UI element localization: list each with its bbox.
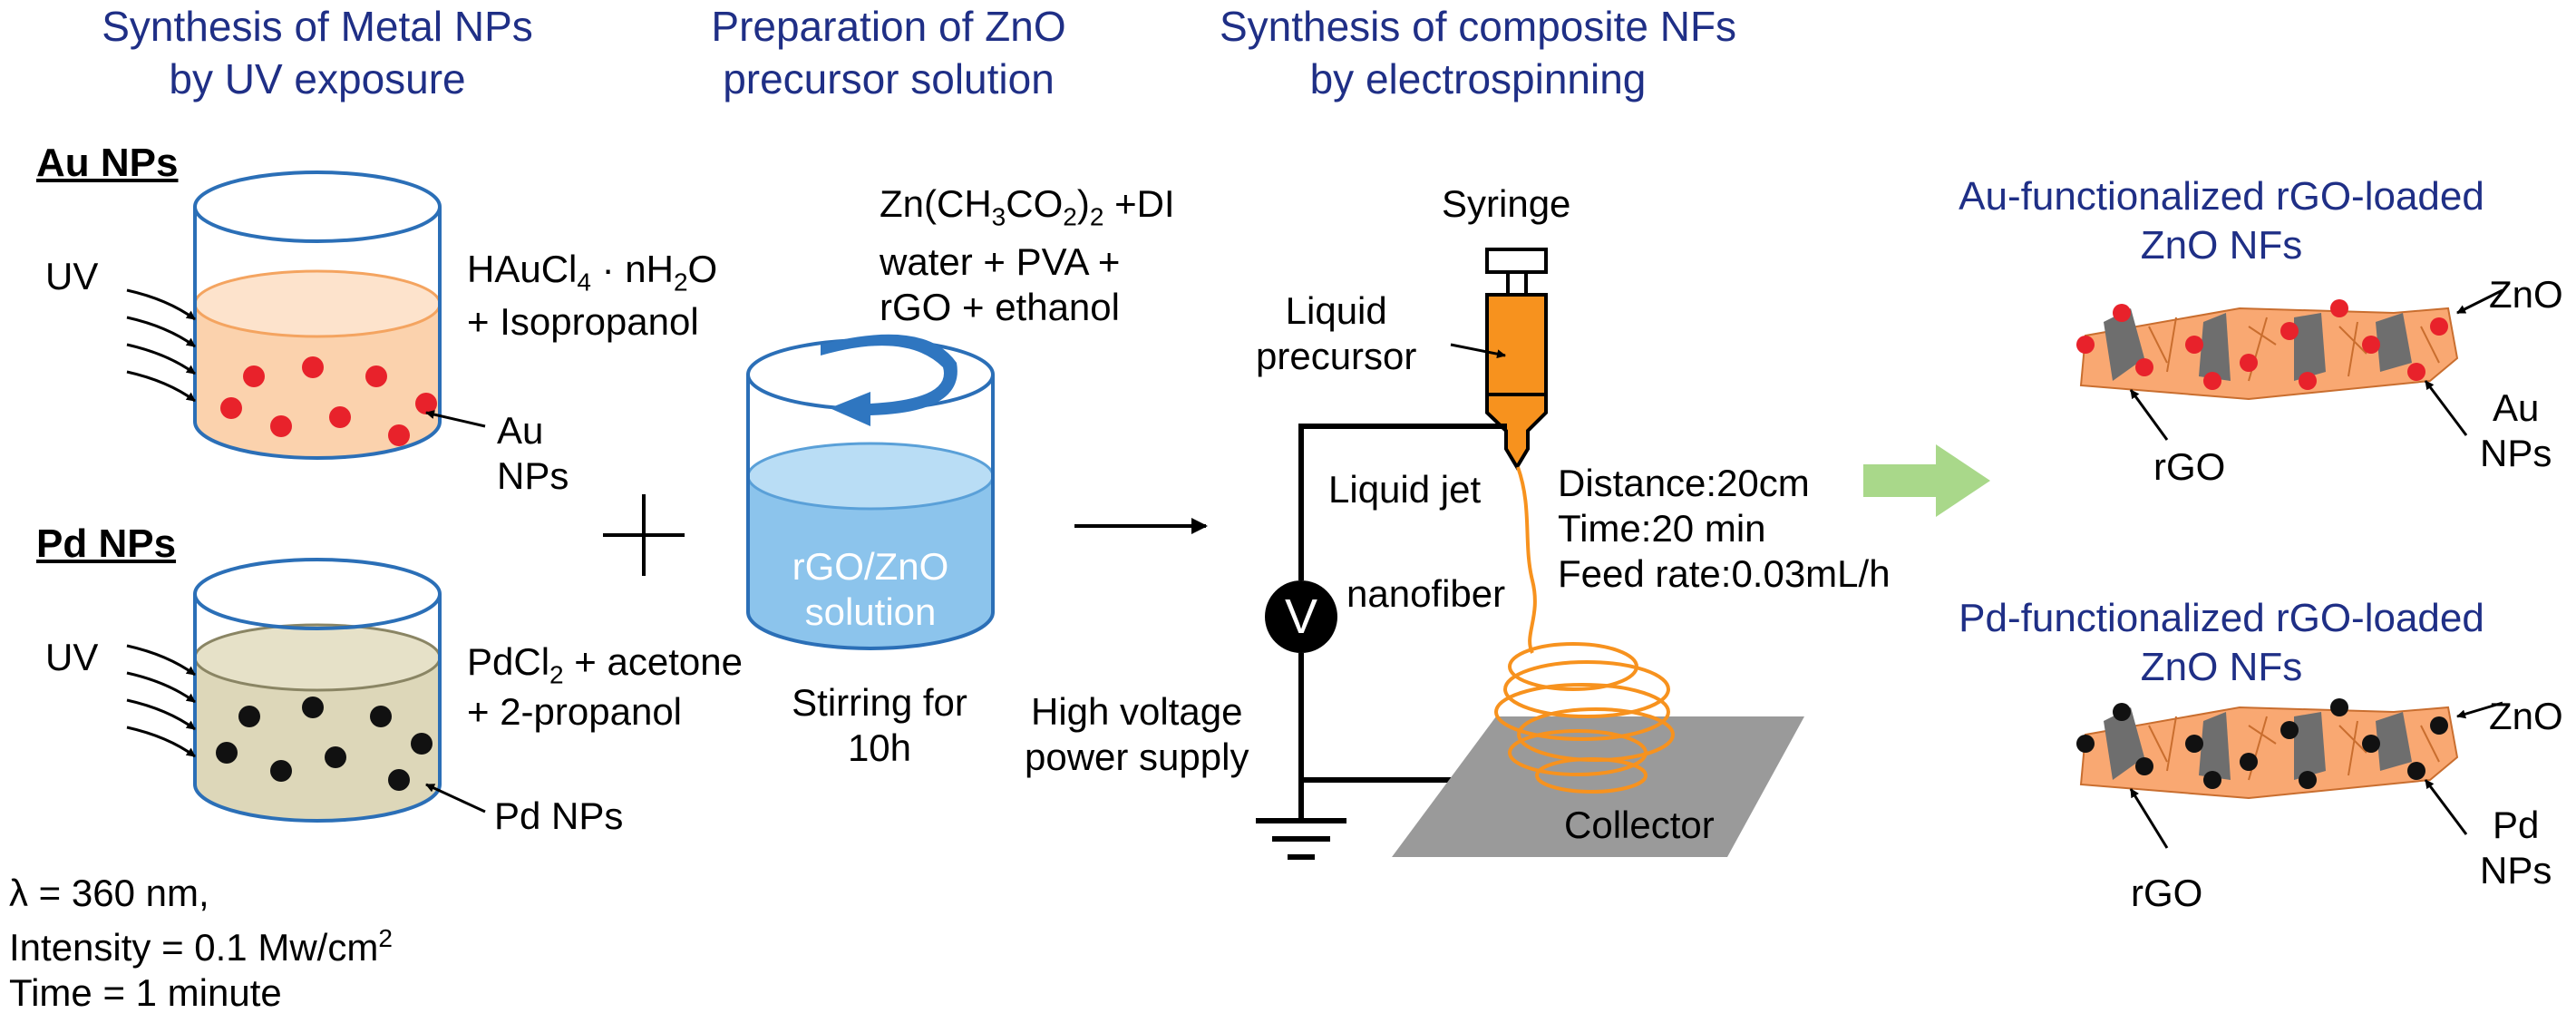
zno-beaker-label-line2: solution (804, 590, 937, 633)
pd-uv-label: UV (45, 636, 99, 678)
uv-wavelength: λ = 360 nm, (9, 872, 209, 914)
pd-np-product-line2: NPs (2480, 849, 2552, 891)
zno-reagents: Zn(CH3CO2)2 +DI water + PVA + rGO + etha… (880, 181, 1175, 330)
pd-zno-label: ZnO (2489, 695, 2563, 737)
nanofiber-jet (1494, 466, 1675, 794)
voltage-source (1265, 580, 1337, 653)
zno-reagent-line1: Zn(CH3CO2)2 +DI (880, 182, 1175, 231)
collector-plate (1392, 716, 1804, 857)
au-title: Au NPs (36, 141, 179, 185)
au-np-product-line2: NPs (2480, 432, 2552, 474)
stirring-label: Stirring for 10h (757, 680, 1002, 771)
plus-sign (603, 494, 685, 576)
pd-product-title-line1: Pd-functionalized rGO-loaded (1959, 596, 2484, 640)
pd-nanofiber (2079, 706, 2459, 800)
header-step2-line1: Preparation of ZnO (711, 3, 1066, 50)
pd-nanofiber-particles (2076, 698, 2448, 789)
au-np-fiber-pointer (2424, 380, 2468, 436)
zno-beaker (746, 338, 995, 650)
au-np-label-line1: Au (497, 409, 544, 452)
power-supply-line2: power supply (1025, 736, 1249, 778)
pd-reagent-line2: + 2-propanol (467, 690, 683, 733)
syringe-label: Syringe (1442, 182, 1571, 225)
au-nanoparticles (220, 356, 437, 446)
circuit-wires (1256, 424, 1507, 860)
au-product-title-line1: Au-functionalized rGO-loaded (1959, 174, 2484, 219)
pd-title: Pd NPs (36, 521, 177, 566)
pd-nanoparticles (216, 697, 433, 791)
nanofiber-label: nanofiber (1346, 572, 1506, 615)
distance-label: Distance:20cm (1558, 462, 1810, 504)
au-rgo-pointer (2129, 389, 2169, 441)
uv-intensity: Intensity = 0.1 Mw/cm2 (9, 924, 393, 969)
au-zno-label: ZnO (2489, 273, 2563, 316)
header-step1-line2: by UV exposure (169, 55, 466, 102)
au-np-label-line2: NPs (497, 454, 569, 497)
pd-zno-pointer (2456, 701, 2503, 719)
precursor-pointer (1450, 343, 1506, 359)
pd-np-pointer (425, 783, 486, 814)
au-product-title: Au-functionalized rGO-loaded ZnO NFs (1904, 172, 2539, 270)
au-np-product-line1: Au (2492, 386, 2540, 429)
liquid-precursor-label: Liquid precursor (1256, 288, 1416, 379)
au-np-label: Au NPs (497, 408, 569, 499)
pd-rgo-pointer (2129, 788, 2169, 849)
pd-rgo-label: rGO (2131, 872, 2203, 914)
header-step3-line2: by electrospinning (1309, 55, 1647, 102)
pd-np-product-label: Pd NPs (2480, 803, 2552, 893)
au-np-pointer (425, 410, 486, 428)
header-step3-line1: Synthesis of composite NFs (1219, 3, 1737, 50)
au-uv-rays (126, 288, 196, 403)
au-zno-pointer (2456, 288, 2503, 315)
liquid-precursor-line2: precursor (1256, 335, 1417, 377)
au-product-title-line2: ZnO NFs (2140, 223, 2303, 268)
uv-conditions: λ = 360 nm, Intensity = 0.1 Mw/cm2 Time … (9, 871, 393, 1016)
syringe (1485, 248, 1548, 471)
spinning-parameters: Distance:20cm Time:20 min Feed rate:0.03… (1558, 461, 1891, 597)
pd-reagent-line1: PdCl2 + acetone (467, 640, 743, 689)
liquid-precursor-line1: Liquid (1285, 289, 1387, 332)
au-nanofiber (2079, 307, 2459, 401)
au-nanofiber-particles (2076, 299, 2448, 390)
stirring-label-line1: Stirring for (792, 681, 967, 724)
au-np-product-label: Au NPs (2480, 385, 2552, 476)
uv-time: Time = 1 minute (9, 971, 282, 1014)
zno-reagent-line3: rGO + ethanol (880, 286, 1120, 329)
au-reagent-line2: + Isopropanol (467, 300, 699, 343)
pd-np-label: Pd NPs (494, 794, 624, 837)
collector-label: Collector (1564, 804, 1715, 846)
stirring-arrow-icon (821, 334, 957, 426)
stirring-label-line2: 10h (847, 726, 912, 769)
header-step2-line2: precursor solution (723, 55, 1055, 102)
zno-reagent-line2: water + PVA + (880, 240, 1121, 284)
power-supply-label: High voltage power supply (1025, 689, 1249, 780)
feed-rate-label: Feed rate:0.03mL/h (1558, 552, 1891, 595)
time-label: Time:20 min (1558, 507, 1766, 550)
pd-np-fiber-pointer (2424, 779, 2468, 835)
power-supply-line1: High voltage (1030, 690, 1243, 733)
header-step3: Synthesis of composite NFs by electrospi… (1206, 0, 1750, 105)
pd-product-title: Pd-functionalized rGO-loaded ZnO NFs (1904, 594, 2539, 692)
result-arrow (1863, 444, 1990, 517)
header-step2: Preparation of ZnO precursor solution (653, 0, 1124, 105)
zno-beaker-label-line1: rGO/ZnO (792, 545, 949, 588)
pd-uv-rays (126, 644, 196, 758)
liquid-jet-label: Liquid jet (1328, 468, 1482, 511)
header-step1: Synthesis of Metal NPs by UV exposure (82, 0, 553, 105)
pd-np-product-line1: Pd (2492, 804, 2540, 846)
zno-beaker-label: rGO/ZnO solution (748, 544, 993, 635)
voltage-symbol: V (1284, 589, 1318, 644)
pd-product-title-line2: ZnO NFs (2140, 645, 2303, 689)
au-reagent-line1: HAuCl4 · nH2O (467, 248, 718, 297)
header-step1-line1: Synthesis of Metal NPs (102, 3, 533, 50)
au-rgo-label: rGO (2153, 445, 2226, 488)
au-uv-label: UV (45, 255, 99, 297)
pd-beaker (193, 558, 442, 823)
